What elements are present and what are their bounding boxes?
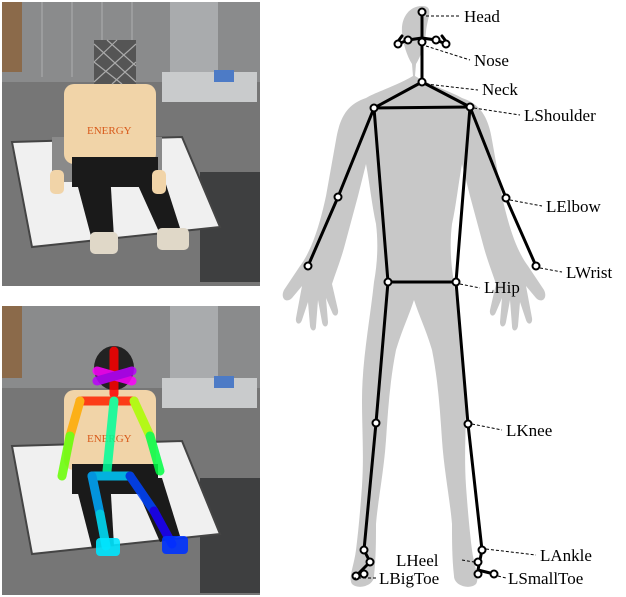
keypoint-lhip [453, 279, 460, 286]
label-lankle: LAnkle [540, 546, 592, 565]
keypoint-rsmalltoe [361, 571, 368, 578]
keypoint-lknee [465, 421, 472, 428]
keypoint-rear [395, 41, 402, 48]
skeleton-diagram: Head Nose Neck LShoulder LElbow LWrist L… [266, 0, 626, 597]
photo-original: ENERGY [2, 2, 260, 286]
keypoint-nose [419, 39, 426, 46]
label-lhip: LHip [484, 278, 520, 297]
keypoint-reye [405, 37, 412, 44]
label-lknee: LKnee [506, 421, 552, 440]
label-lheel: LHeel [396, 551, 439, 570]
label-neck: Neck [482, 80, 518, 99]
keypoint-rwrist [305, 263, 312, 270]
keypoint-neck [419, 79, 426, 86]
label-lwrist: LWrist [566, 263, 612, 282]
label-head: Head [464, 7, 500, 26]
keypoint-rheel [367, 559, 374, 566]
keypoint-lheel [475, 559, 482, 566]
label-lelbow: LElbow [546, 197, 601, 216]
keypoint-rshoulder [371, 105, 378, 112]
keypoint-lankle [479, 547, 486, 554]
keypoint-head [419, 9, 426, 16]
keypoint-lbigtoe [475, 571, 482, 578]
keypoint-lshoulder [467, 104, 474, 111]
keypoint-lsmalltoe [491, 571, 498, 578]
keypoint-lear [443, 41, 450, 48]
keypoint-rankle [361, 547, 368, 554]
label-lbigtoe: LBigToe [379, 569, 439, 588]
keypoint-lelbow [503, 195, 510, 202]
label-lshoulder: LShoulder [524, 106, 596, 125]
label-lsmalltoe: LSmallToe [508, 569, 583, 588]
label-nose: Nose [474, 51, 509, 70]
keypoint-relbow [335, 194, 342, 201]
keypoint-leye [433, 37, 440, 44]
photo-pose-overlay: ENERGY [2, 306, 260, 595]
keypoint-lwrist [533, 263, 540, 270]
shirt-logo-text: ENERGY [87, 125, 132, 137]
keypoint-rhip [385, 279, 392, 286]
keypoint-rknee [373, 420, 380, 427]
